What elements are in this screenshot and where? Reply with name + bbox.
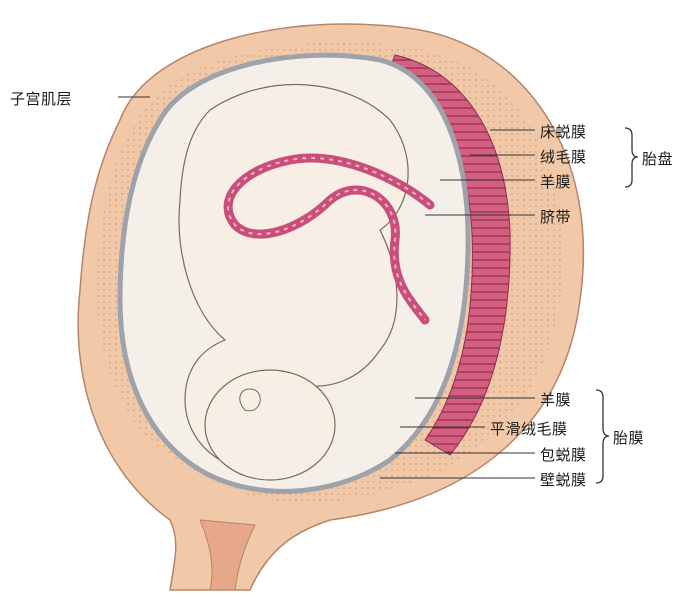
label-umbilical-cord: 脐带: [540, 206, 571, 227]
label-myometrium: 子宫肌层: [10, 88, 72, 109]
label-decidua-parietalis: 壁蜕膜: [540, 469, 587, 490]
label-amnion-bottom: 羊膜: [540, 389, 571, 410]
label-decidua-capsularis: 包蜕膜: [540, 444, 587, 465]
label-amnion-top: 羊膜: [540, 171, 571, 192]
label-placenta: 胎盘: [642, 148, 673, 169]
placenta-brace: [625, 128, 638, 187]
label-fetal-membranes: 胎膜: [613, 427, 644, 448]
label-chorion-frondosum: 绒毛膜: [540, 146, 587, 167]
label-decidua-basalis: 床蜕膜: [540, 121, 587, 142]
fetal-head: [205, 370, 335, 480]
label-chorion-laeve: 平滑绒毛膜: [490, 418, 568, 439]
fetal-membrane-brace: [596, 390, 609, 483]
